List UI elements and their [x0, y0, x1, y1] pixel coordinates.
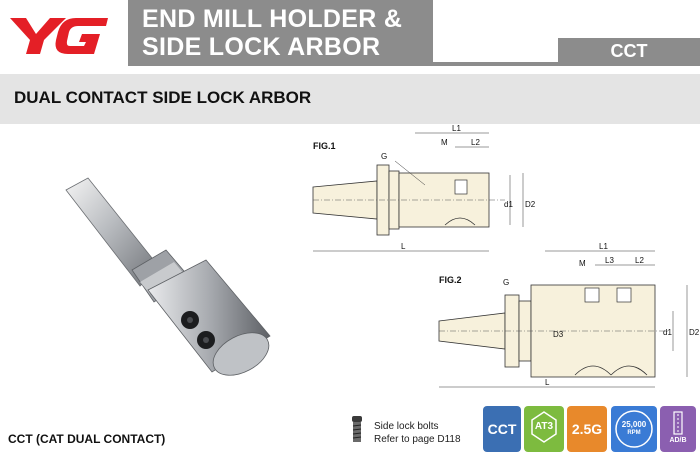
- fig2-dim-d3: D3: [553, 330, 564, 339]
- section-title: DUAL CONTACT SIDE LOCK ARBOR: [14, 88, 312, 107]
- fig2-label: FIG.2: [439, 275, 462, 285]
- header-title-block: END MILL HOLDER & SIDE LOCK ARBOR: [128, 0, 433, 66]
- section-band: DUAL CONTACT SIDE LOCK ARBOR: [0, 74, 700, 124]
- fig2-dim-d1: d1: [663, 328, 672, 337]
- page-header: END MILL HOLDER & SIDE LOCK ARBOR CCT: [0, 0, 700, 68]
- coolant-icon: [673, 411, 683, 435]
- fig1-dim-l: L: [401, 242, 406, 251]
- fig1-dim-m: M: [441, 138, 448, 147]
- badge-at3-label: AT3: [534, 421, 554, 432]
- fig2-dim-l: L: [545, 378, 550, 387]
- product-photo: [65, 177, 271, 376]
- fig2-dim-m: M: [579, 259, 586, 268]
- header-rule: [433, 62, 700, 66]
- side-lock-bolt-icon: [352, 416, 362, 442]
- fig2-dim-g: G: [503, 278, 509, 287]
- figure-2-drawing: FIG.2 L1 L3 L2 M G L D3 d1 D2: [438, 242, 700, 388]
- page-title-line2: SIDE LOCK ARBOR: [142, 33, 381, 61]
- fig1-dim-l1: L1: [452, 125, 461, 133]
- fig2-dim-l3: L3: [605, 256, 614, 265]
- yg-logo-icon: [10, 18, 108, 54]
- fig2-dim-l1: L1: [599, 242, 608, 251]
- fig1-dim-d2: D2: [525, 200, 536, 209]
- brand-logo: [0, 0, 128, 66]
- rpm-gauge-icon: [615, 410, 653, 448]
- figure-1-drawing: FIG.1 L1 L2 M G L d1 D2: [312, 125, 536, 252]
- fig1-dim-d1: d1: [504, 200, 513, 209]
- badge-at3: AT3: [524, 406, 564, 452]
- badge-cct: CCT: [483, 406, 521, 452]
- fig1-dim-l2: L2: [471, 138, 480, 147]
- badge-2-5g: 2.5G: [567, 406, 607, 452]
- fig1-dim-g: G: [381, 152, 387, 161]
- badge-rpm-value: 25,000: [621, 420, 647, 429]
- bolt-note-line2: Refer to page D118: [374, 434, 461, 445]
- fig2-dim-l2: L2: [635, 256, 644, 265]
- badge-rpm-unit: RPM: [627, 430, 641, 436]
- badge-ad-b: AD/B: [660, 406, 696, 452]
- badge-ad-b-label: AD/B: [669, 437, 687, 444]
- series-title: CCT (CAT DUAL CONTACT): [8, 432, 166, 446]
- bolt-note-line1: Side lock bolts: [374, 421, 439, 432]
- balance-icon: [531, 411, 557, 443]
- fig2-dim-d2: D2: [689, 328, 700, 337]
- category-tab: CCT: [558, 38, 700, 64]
- page-title-line1: END MILL HOLDER &: [142, 5, 403, 33]
- technical-drawings: FIG.1 L1 L2 M G L d1 D2 FIG.2: [312, 125, 700, 388]
- badge-rpm: 25,000 RPM: [611, 406, 657, 452]
- fig1-label: FIG.1: [313, 141, 336, 151]
